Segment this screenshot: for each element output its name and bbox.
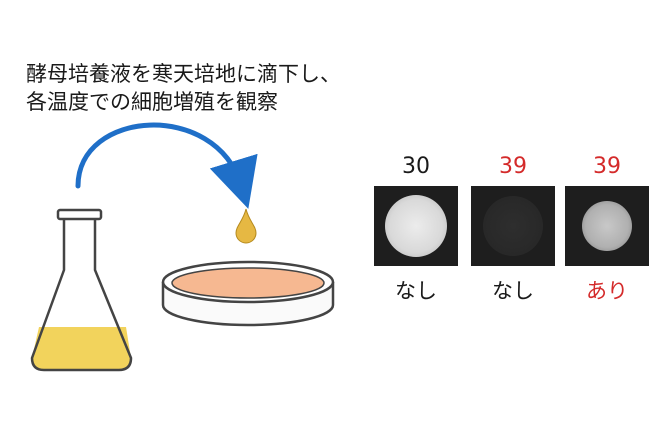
droplet-icon — [235, 208, 257, 244]
caption-line-2: 各温度での細胞増殖を観察 — [26, 90, 278, 114]
transfer-arrow — [75, 122, 258, 209]
colony-image — [374, 186, 458, 266]
petri-dish-icon — [161, 260, 335, 327]
panel-39-present: 39 あり — [565, 154, 649, 304]
erlenmeyer-flask-icon — [30, 208, 133, 372]
colony-spot — [483, 196, 543, 256]
colony-spot — [385, 195, 447, 257]
result-label: なし — [492, 279, 534, 303]
result-label: なし — [395, 279, 437, 303]
temperature-label: 39 — [499, 154, 527, 179]
result-label: あり — [586, 279, 628, 303]
panel-39-none: 39 なし — [471, 154, 555, 304]
flask-culture-liquid — [32, 327, 131, 370]
panel-30-none: 30 なし — [374, 154, 458, 304]
colony-image — [471, 186, 555, 266]
temperature-label: 30 — [402, 154, 430, 179]
agar-medium — [171, 267, 325, 299]
temperature-label: 39 — [593, 154, 621, 179]
colony-image — [565, 186, 649, 266]
colony-spot — [582, 201, 632, 251]
caption: 酵母培養液を寒天培地に滴下し、 各温度での細胞増殖を観察 — [26, 60, 341, 116]
caption-line-1: 酵母培養液を寒天培地に滴下し、 — [26, 62, 341, 86]
